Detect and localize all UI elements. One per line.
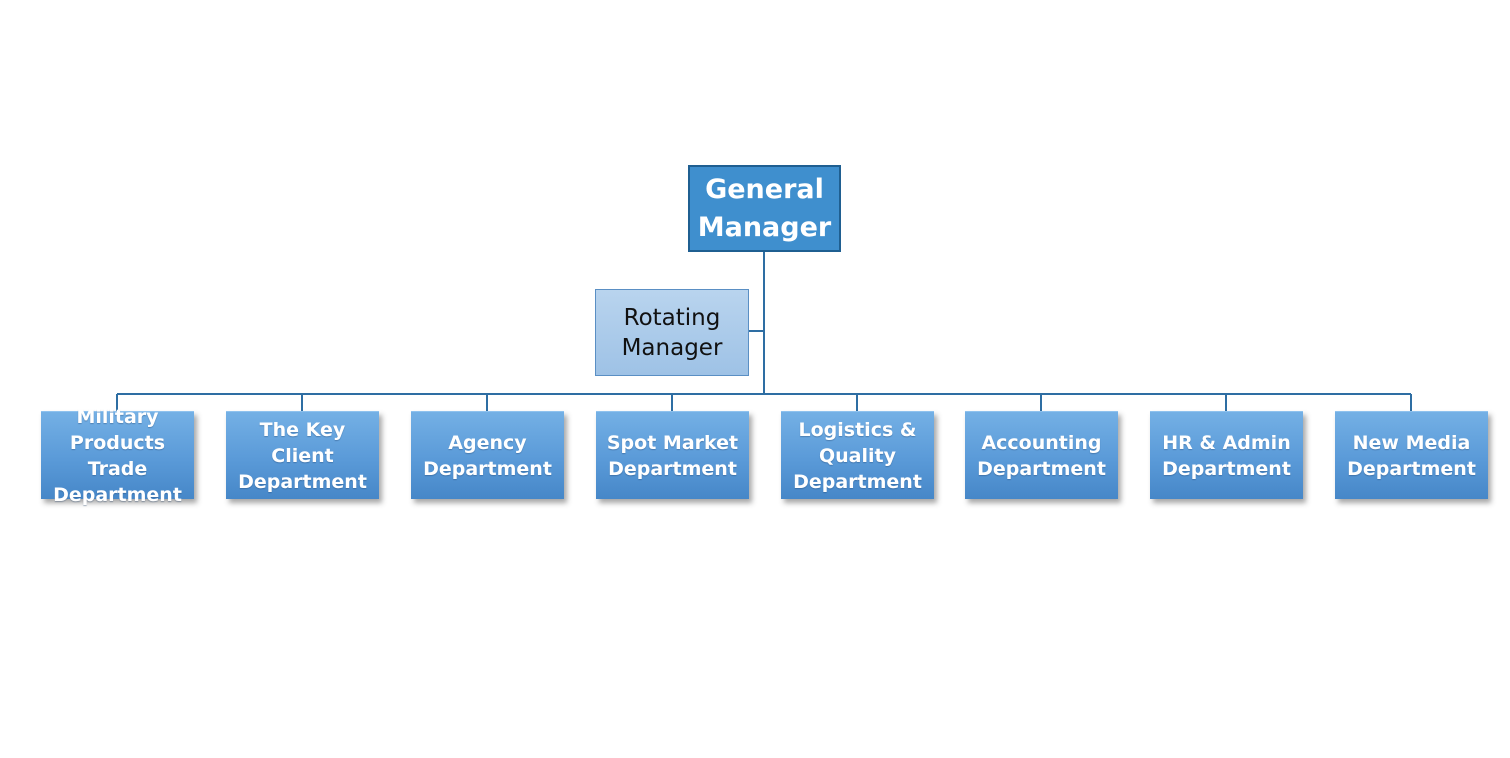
department-box-spot-market: Spot Market Department [596, 411, 749, 499]
department-box-accounting: Accounting Department [965, 411, 1118, 499]
department-box-military-products-trade: Military Products Trade Department [41, 406, 194, 506]
department-box-new-media: New Media Department [1335, 411, 1488, 499]
department-box-agency: Agency Department [411, 411, 564, 499]
department-box-hr-admin: HR & Admin Department [1150, 411, 1303, 499]
department-box-key-client: The Key Client Department [226, 411, 379, 499]
rotating-manager-box: Rotating Manager [595, 289, 749, 376]
general-manager-box: General Manager [688, 165, 841, 252]
department-box-logistics-quality: Logistics & Quality Department [781, 411, 934, 499]
